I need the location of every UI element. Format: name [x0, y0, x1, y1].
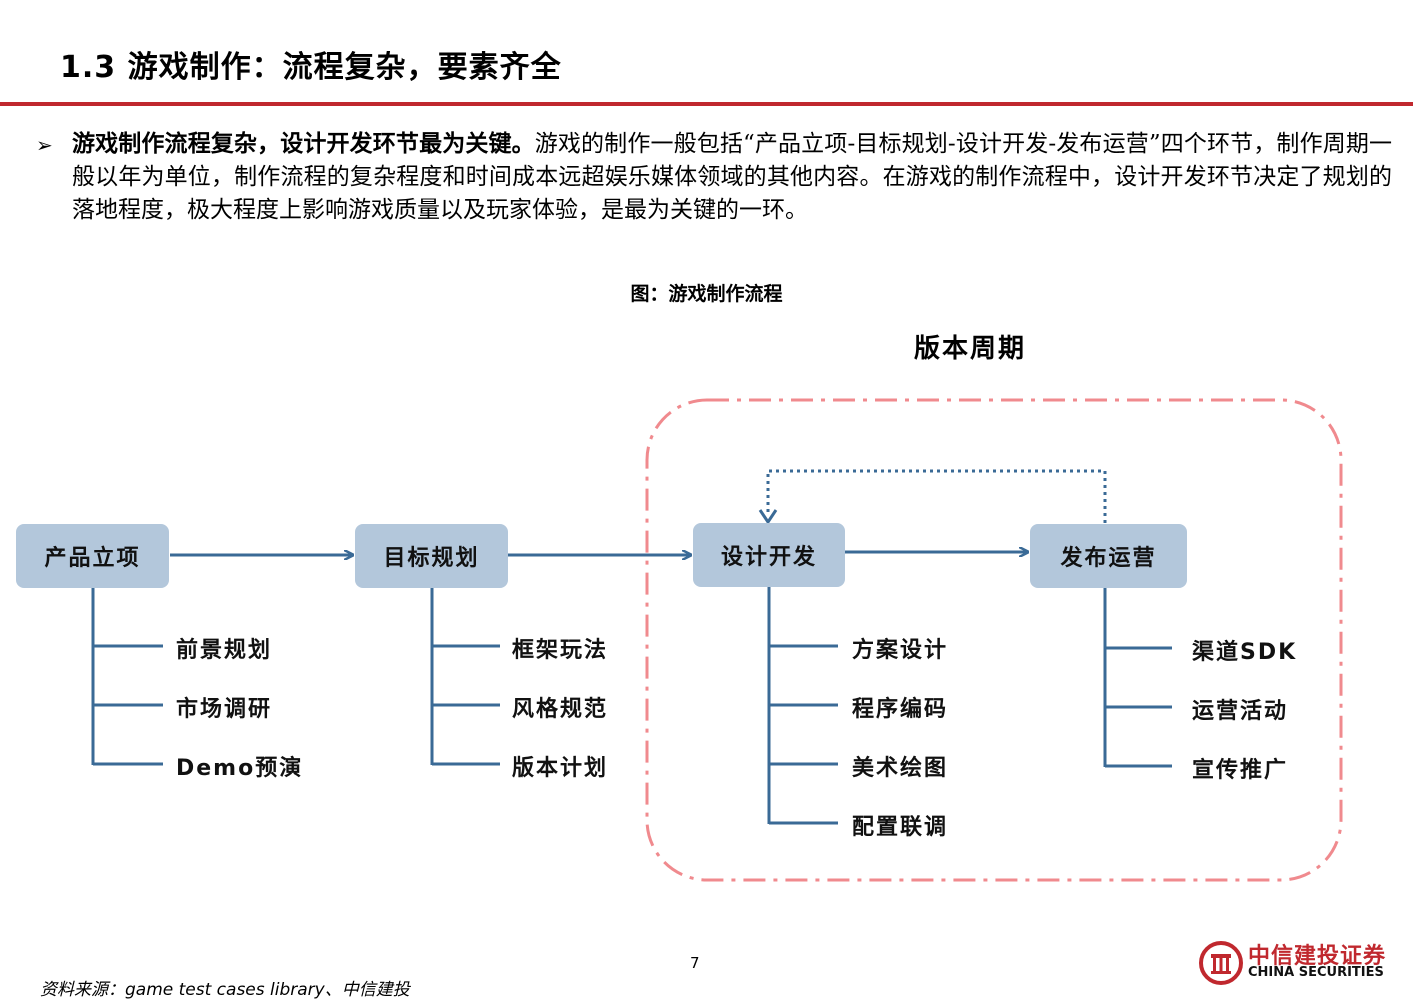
citic-emblem-icon	[1199, 941, 1243, 985]
stage3-item: 程序编码	[852, 697, 949, 722]
stage-box-release-operation: 发布运营	[1030, 524, 1187, 588]
company-logo: 中信建投证券 CHINA SECURITIES	[1198, 938, 1398, 986]
logo-chinese-name: 中信建投证券	[1248, 944, 1387, 969]
stage2-item: 版本计划	[512, 756, 609, 781]
stage4-tree	[1103, 587, 1172, 768]
bullet-lead: 游戏制作流程复杂，设计开发环节最为关键。	[72, 131, 535, 157]
stage1-item: 前景规划	[176, 638, 273, 663]
stage1-item: Demo预演	[176, 756, 304, 781]
bullet-body: 游戏的制作一般包括“产品立项-目标规划-设计开发-发布运营”四个环节，制作周期一…	[72, 131, 1392, 223]
iteration-loop-arrow	[766, 469, 1107, 523]
stage3-item: 美术绘图	[852, 756, 949, 781]
stage3-item: 配置联调	[852, 815, 949, 840]
version-cycle-label: 版本周期	[914, 334, 1027, 364]
logo-english-name: CHINA SECURITIES	[1248, 965, 1384, 980]
stage-box-target-planning: 目标规划	[355, 524, 508, 588]
stage-box-design-development: 设计开发	[693, 523, 845, 587]
stage3-item: 方案设计	[852, 638, 949, 663]
stage1-item: 市场调研	[176, 697, 273, 722]
bullet-arrow-icon: ➢	[36, 133, 53, 157]
title-divider	[0, 102, 1413, 106]
stage-box-product-initiation: 产品立项	[16, 524, 169, 588]
source-note: 资料来源：game test cases library、中信建投	[40, 980, 410, 1000]
stage2-tree	[430, 587, 500, 766]
figure-caption: 图：游戏制作流程	[630, 283, 783, 305]
page-title: 1.3 游戏制作：流程复杂，要素齐全	[60, 50, 562, 85]
bullet-paragraph: 游戏制作流程复杂，设计开发环节最为关键。游戏的制作一般包括“产品立项-目标规划-…	[72, 128, 1392, 227]
stage1-tree	[91, 587, 163, 766]
stage4-item: 宣传推广	[1192, 758, 1289, 783]
version-cycle-region	[645, 398, 1343, 882]
stage2-item: 风格规范	[512, 697, 609, 722]
stage4-item: 渠道SDK	[1192, 640, 1298, 665]
stage3-tree	[767, 587, 838, 825]
page-number: 7	[690, 954, 700, 972]
stage2-item: 框架玩法	[512, 638, 609, 663]
stage4-item: 运营活动	[1192, 699, 1289, 724]
